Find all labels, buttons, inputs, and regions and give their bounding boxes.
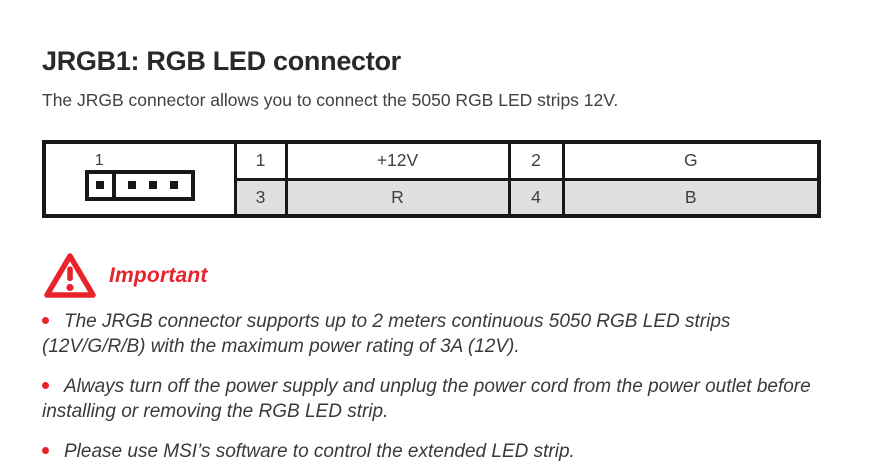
- pin-1-square: [96, 181, 105, 189]
- important-bullet: Always turn off the power supply and unp…: [42, 374, 832, 424]
- connector-slot-2: [116, 174, 191, 197]
- pin-signal-cell: +12V: [284, 140, 511, 181]
- pin-3-square: [149, 181, 158, 189]
- bullet-text: The JRGB connector supports up to 2 mete…: [42, 311, 731, 357]
- important-header: Important: [44, 252, 855, 300]
- page-subtitle: The JRGB connector allows you to connect…: [42, 90, 619, 110]
- pin-number-cell: 1: [233, 140, 288, 181]
- bullet-text: Always turn off the power supply and unp…: [42, 376, 811, 422]
- pin-number-cell: 3: [233, 177, 288, 218]
- connector-diagram-cell: 1: [42, 140, 237, 218]
- bullet-dot-icon: [42, 317, 49, 324]
- table-row: 1 1 +12V 2 G: [42, 140, 821, 218]
- important-bullet: Please use MSI’s software to control the…: [42, 439, 832, 464]
- pin-assignment-table: 1 1 +12V 2 G: [42, 140, 821, 218]
- pin-signal-cell: R: [284, 177, 511, 218]
- bullet-dot-icon: [42, 382, 49, 389]
- warning-triangle-icon: [44, 253, 96, 298]
- important-label: Important: [109, 264, 208, 287]
- pin-number-cell: 4: [507, 177, 565, 218]
- pin-2-square: [128, 181, 137, 189]
- connector-pin1-label: 1: [94, 151, 104, 169]
- important-bullet: The JRGB connector supports up to 2 mete…: [42, 309, 832, 359]
- pin-4-square: [170, 181, 179, 189]
- important-section: Important The JRGB connector supports up…: [42, 252, 855, 464]
- pin-signal-cell: B: [561, 177, 821, 218]
- table-row: 3 R 4 B: [44, 177, 821, 218]
- page-title: JRGB1: RGB LED connector: [42, 46, 401, 76]
- pin-signal-cell: G: [561, 140, 821, 181]
- connector-slot-1: [89, 173, 116, 197]
- bullet-dot-icon: [42, 447, 49, 454]
- pin-number-cell: 2: [507, 140, 565, 181]
- rgb-connector-diagram: 1: [84, 151, 195, 201]
- bullet-text: Please use MSI’s software to control the…: [64, 441, 575, 462]
- connector-body: [84, 169, 195, 201]
